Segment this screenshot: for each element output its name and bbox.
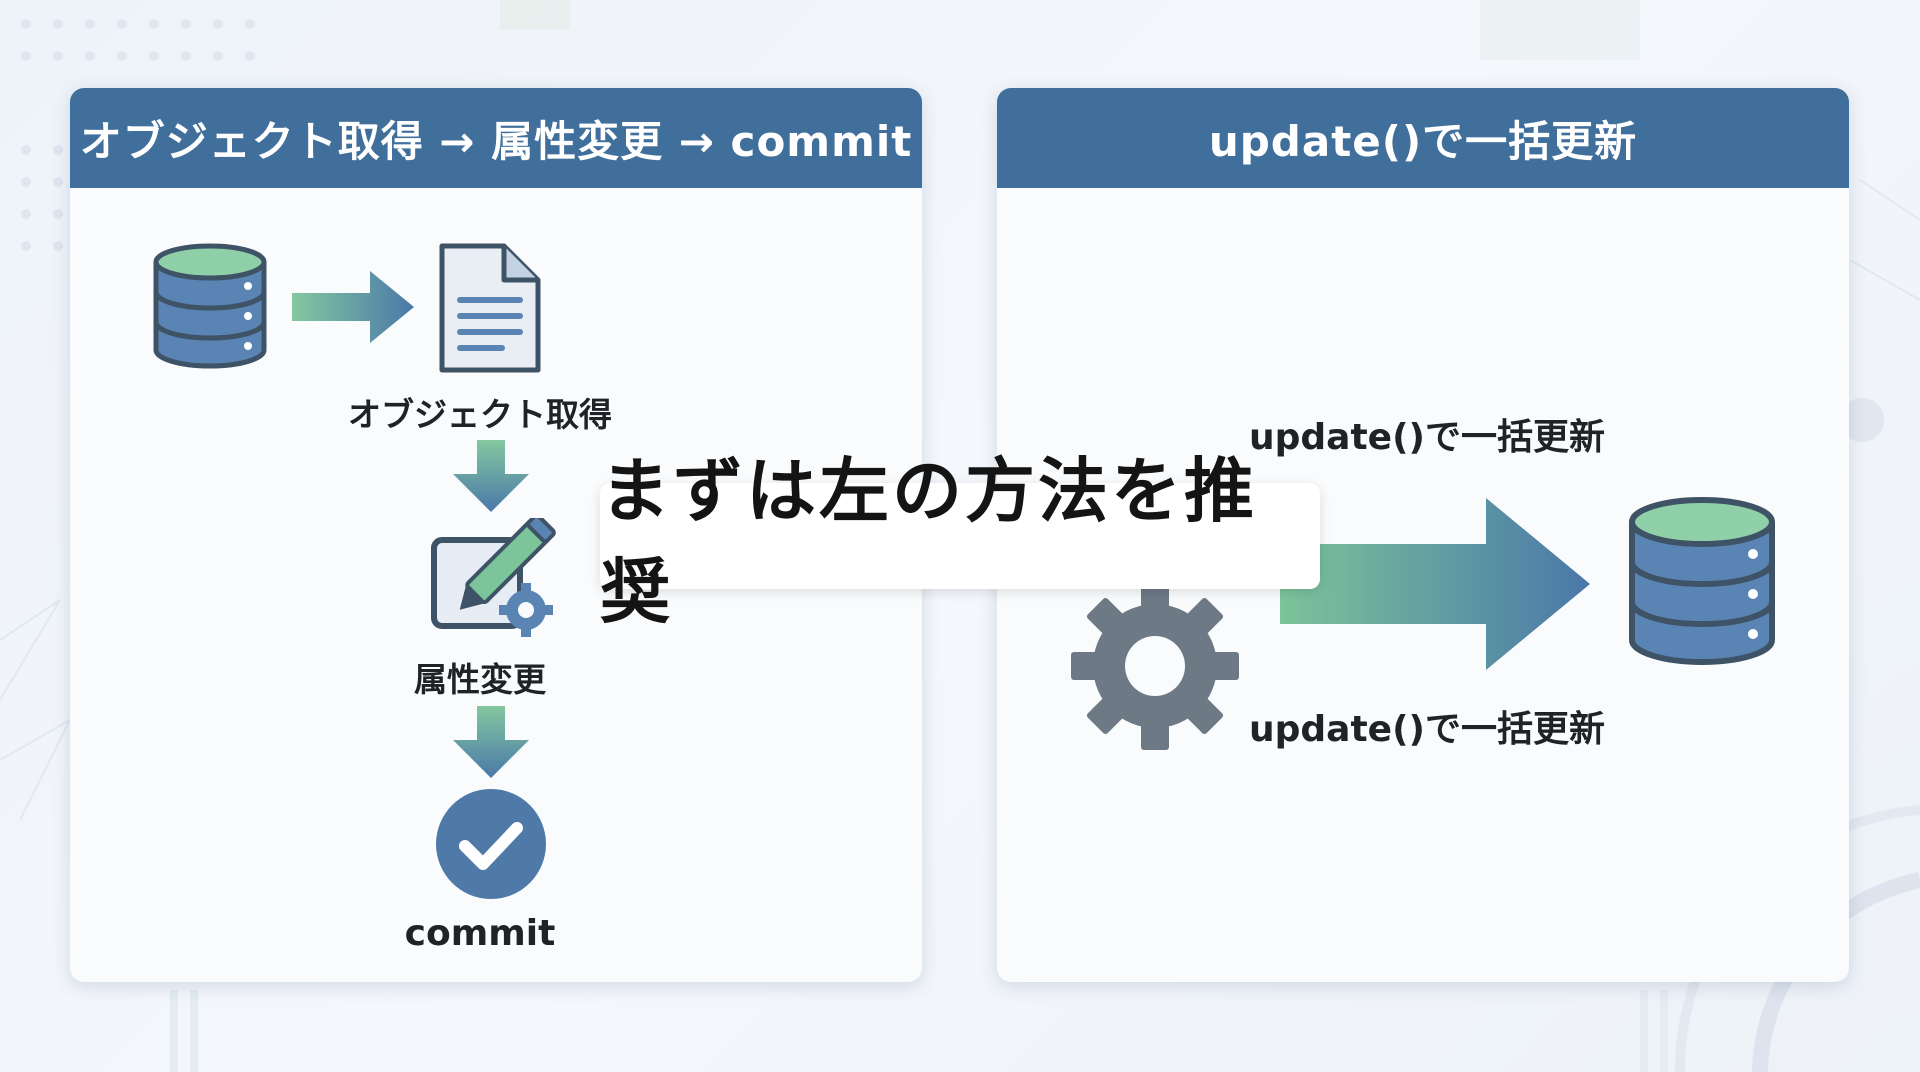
check-circle-icon bbox=[436, 789, 546, 899]
caption-overlay: まずは左の方法を推奨 bbox=[600, 450, 1320, 633]
right-panel-header: update()で一括更新 bbox=[997, 88, 1849, 188]
step-label-fetch: オブジェクト取得 bbox=[348, 395, 612, 434]
gear-icon bbox=[1071, 582, 1239, 750]
arrow-right-icon bbox=[1280, 498, 1590, 670]
arrow-down-icon bbox=[453, 706, 529, 778]
database-icon bbox=[153, 243, 267, 369]
left-panel-header: オブジェクト取得 → 属性変更 → commit bbox=[70, 88, 922, 188]
edit-settings-icon bbox=[431, 518, 556, 637]
arrow-right-icon bbox=[292, 271, 414, 343]
update-label-bottom: update()で一括更新 bbox=[1249, 709, 1605, 750]
document-icon bbox=[439, 243, 541, 373]
arrow-down-icon bbox=[453, 440, 529, 512]
right-panel: update()で一括更新 update()で一括更新 bbox=[997, 88, 1849, 982]
step-label-modify: 属性変更 bbox=[414, 660, 546, 699]
update-label-top: update()で一括更新 bbox=[1249, 417, 1605, 458]
step-label-commit: commit bbox=[404, 913, 556, 954]
database-icon bbox=[1629, 497, 1775, 665]
